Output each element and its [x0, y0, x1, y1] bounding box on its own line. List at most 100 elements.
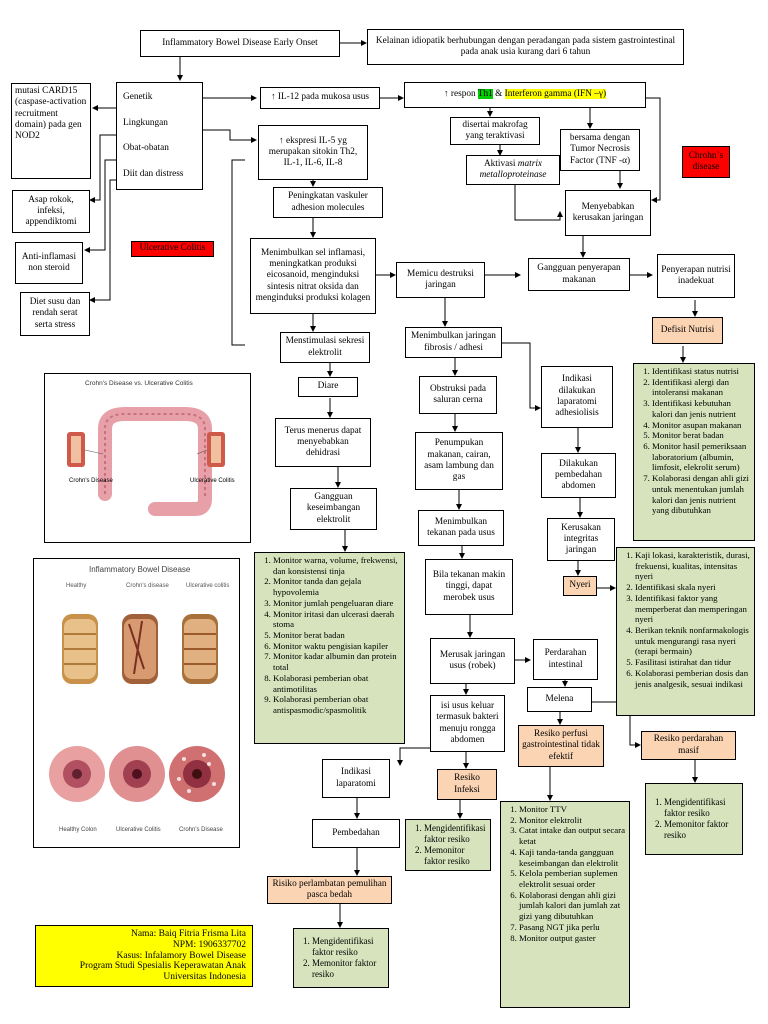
vascular-box: Peningkatan vaskuler adhesion molecules: [273, 187, 383, 218]
pressure-box: Menimbulkan tekanan pada usus: [418, 510, 504, 546]
ifn-highlight: Interferon gamma (IFN –γ): [504, 89, 607, 100]
title-text: Inflammatory Bowel Disease Early Onset: [162, 37, 318, 48]
pain-item: Identifikasi faktor yang memperberat dan…: [635, 593, 751, 625]
fibrosis-box: Menimbulkan jaringan fibrosis / adhesi: [405, 327, 502, 358]
th1-text: ↑ respon Th1 & Interferon gamma (IFN –γ): [408, 89, 642, 100]
environment-note-box: Asap rokok, infeksi, appendiktomi: [12, 190, 90, 233]
perfusion-item: Kaji tanda-tanda gangguan keseimbangan d…: [519, 847, 626, 868]
dehydration-text: Terus menerus dapat menyebabkan dehidras…: [284, 425, 362, 459]
pain-item: Identifikasi skala nyeri: [635, 582, 751, 593]
bacteria-text: isi usus keluar termasuk bakteri menuju …: [436, 700, 499, 745]
electrolyte-imbalance-text: Gangguan keseimbangan elektrolit: [306, 492, 361, 525]
bleeding-interventions-box: Mengidentifikasi faktor resiko Memonitor…: [645, 783, 743, 855]
nutrition-item: Monitor berat badan: [652, 430, 751, 441]
perfusion-item: Pasang NGT jika perlu: [519, 922, 626, 933]
electrolyte-interventions-box: Monitor warna, volume, frekwensi, dan ko…: [254, 552, 405, 744]
inflammation-box: Menimbulkan sel inflamasi, meningkatkan …: [250, 238, 376, 314]
infection-risk-box: Resiko Infeksi: [437, 769, 497, 800]
rupture-risk-box: Bila tekanan makin tinggi, dapat merobek…: [425, 559, 513, 615]
tissue-damage-box: Menyebabkan kerusakan jaringan: [565, 190, 651, 236]
perfusion-interventions-box: Monitor TTV Monitor elektrolit Catat int…: [500, 801, 630, 1008]
surgery-text: Pembedahan: [332, 827, 380, 838]
il12-text: ↑ IL-12 pada mukosa usus: [270, 92, 370, 103]
uc-label: Ulcerative Colitis: [131, 241, 214, 257]
perfusion-item: Monitor output gaster: [519, 933, 626, 944]
colon-illustration-icon: [67, 407, 225, 516]
nutrition-interventions-box: Identifikasi status nutrisi Identifikasi…: [633, 363, 755, 541]
image1-title: Crohn's Disease vs. Ulcerative Colitis: [85, 380, 193, 387]
pain-item: Fasilitasi istirahat dan tidur: [635, 657, 751, 668]
uc-label-text: Ulcerative Colitis: [139, 243, 206, 254]
recovery-item: Memonitor faktor resiko: [312, 958, 385, 980]
malabsorption-box: Gangguan penyerapan makanan: [528, 258, 630, 291]
ibd-illustration: Inflammatory Bowel Disease Healthy Crohn…: [33, 558, 240, 848]
image2-label-healthy: Healthy Colon: [59, 827, 97, 833]
mmp-box: Aktivasi matrix metalloproteinase: [466, 155, 560, 185]
crohn-vs-uc-illustration: Crohn's Disease vs. Ulcerative Colitis C…: [44, 373, 251, 543]
rupture-risk-text: Bila tekanan makin tinggi, dapat merobek…: [432, 570, 506, 603]
surgery-box: Pembedahan: [312, 819, 400, 848]
nutrition-item: Identifikasi status nutrisi: [652, 366, 751, 377]
image2-title: Inflammatory Bowel Disease: [89, 565, 191, 574]
bleeding-risk-text: Resiko perdarahan masif: [653, 734, 724, 756]
author-case: Kasus: Infalamory Bowel Disease: [116, 950, 246, 961]
diet-note-text: Diet susu dan rendah serat serta stress: [29, 297, 81, 330]
integrity-text: Kerusakan integritas jaringan: [561, 522, 601, 556]
dehydration-box: Terus menerus dapat menyebabkan dehidras…: [275, 418, 371, 467]
bleeding-text: Perdarahan intestinal: [544, 648, 587, 670]
cause-genetic: Genetik: [123, 92, 153, 103]
abdominal-surgery-text: Dilakukan pembedahan abdomen: [555, 458, 602, 492]
cause-diet: Diit dan distress: [123, 168, 184, 179]
laparotomy-text: Indikasi laparatomi: [336, 767, 376, 789]
electrolyte-secretion-box: Menstimulasi sekresi elektrolit: [280, 332, 370, 363]
image1-right-label: Ulcerative Colitis: [190, 478, 235, 484]
bacteria-box: isi usus keluar termasuk bakteri menuju …: [430, 695, 505, 752]
tissue-rupture-box: Merusak jaringan usus (robek): [430, 638, 515, 684]
image2-header-crohn: Crohn's disease: [126, 583, 169, 589]
author-program: Program Studi Spesialis Keperawatan Anak: [79, 961, 246, 972]
causes-box: Genetik Lingkungan Obat-obatan Diit dan …: [116, 82, 203, 190]
obstruction-box: Obstruksi pada saluran cerna: [419, 376, 497, 414]
perfusion-risk-text: Resiko perfusi gastrointestinal tidak ef…: [522, 729, 600, 762]
nutrition-item: Identifikasi alergi dan intoleransi maka…: [652, 377, 751, 398]
pain-item: Kolaborasi pemberian dosis dan jenis ana…: [635, 668, 751, 689]
th1-amp: &: [492, 89, 505, 100]
mmp-italic: matrix metalloproteinase: [479, 158, 547, 180]
vascular-text: Peningkatan vaskuler adhesion molecules: [288, 191, 368, 213]
melena-box: Melena: [527, 687, 592, 712]
nutrition-deficit-text: Defisit Nutrisi: [660, 324, 715, 335]
perfusion-item: Monitor TTV: [519, 804, 626, 815]
bleeding-item: Mengidentifikasi faktor resiko: [664, 797, 739, 819]
laparotomy-indication-box: Indikasi dilakukan laparatomi adhesiolis…: [541, 366, 613, 428]
th1-pre: ↑ respon: [443, 89, 478, 100]
electrolyte-item: Monitor waktu pengisian kapiler: [273, 641, 401, 652]
th2-box: ↑ ekspresi IL-5 yg merupakan sitokin Th2…: [258, 125, 368, 180]
diarrhea-box: Diare: [298, 377, 358, 397]
accumulation-text: Penumpukan makanan, cairan, asam lambung…: [424, 438, 494, 483]
absorption-text: Penyerapan nutrisi inadekuat: [661, 264, 731, 286]
bleeding-risk-box: Resiko perdarahan masif: [641, 731, 736, 760]
title-box: Inflammatory Bowel Disease Early Onset: [140, 30, 340, 57]
laparotomy-indication-text: Indikasi dilakukan laparatomi adhesiolis…: [555, 374, 599, 419]
pain-text: Nyeri: [569, 580, 591, 591]
crohn-label: Chrohn`s disease: [682, 146, 730, 178]
author-name: Nama: Baiq Fitria Frisma Lita: [130, 928, 246, 939]
nutrition-deficit-box: Defisit Nutrisi: [652, 317, 723, 344]
melena-text: Melena: [545, 693, 574, 704]
infection-risk-text: Resiko Infeksi: [454, 773, 480, 795]
electrolyte-item: Monitor kadar albumin dan protein total: [273, 651, 401, 672]
tissue-rupture-text: Merusak jaringan usus (robek): [439, 649, 506, 671]
pressure-text: Menimbulkan tekanan pada usus: [427, 516, 495, 538]
image2-label-crohn: Crohn's Disease: [179, 827, 223, 833]
image2-label-uc: Ulcerative Colitis: [116, 827, 161, 833]
th2-text: ↑ ekspresi IL-5 yg merupakan sitokin Th2…: [268, 135, 358, 169]
malabsorption-text: Gangguan penyerapan makanan: [537, 263, 621, 285]
pain-interventions-box: Kaji lokasi, karakteristik, durasi, frek…: [616, 547, 755, 716]
drug-note-box: Anti-inflamasi non steroid: [15, 242, 83, 284]
crohn-label-text: Chrohn`s disease: [688, 150, 724, 172]
mmp-pre: Aktivasi: [483, 158, 518, 169]
accumulation-box: Penumpukan makanan, cairan, asam lambung…: [415, 432, 503, 490]
electrolyte-item: Monitor jumlah pengeluaran diare: [273, 598, 401, 609]
electrolyte-imbalance-box: Gangguan keseimbangan elektrolit: [290, 488, 377, 530]
